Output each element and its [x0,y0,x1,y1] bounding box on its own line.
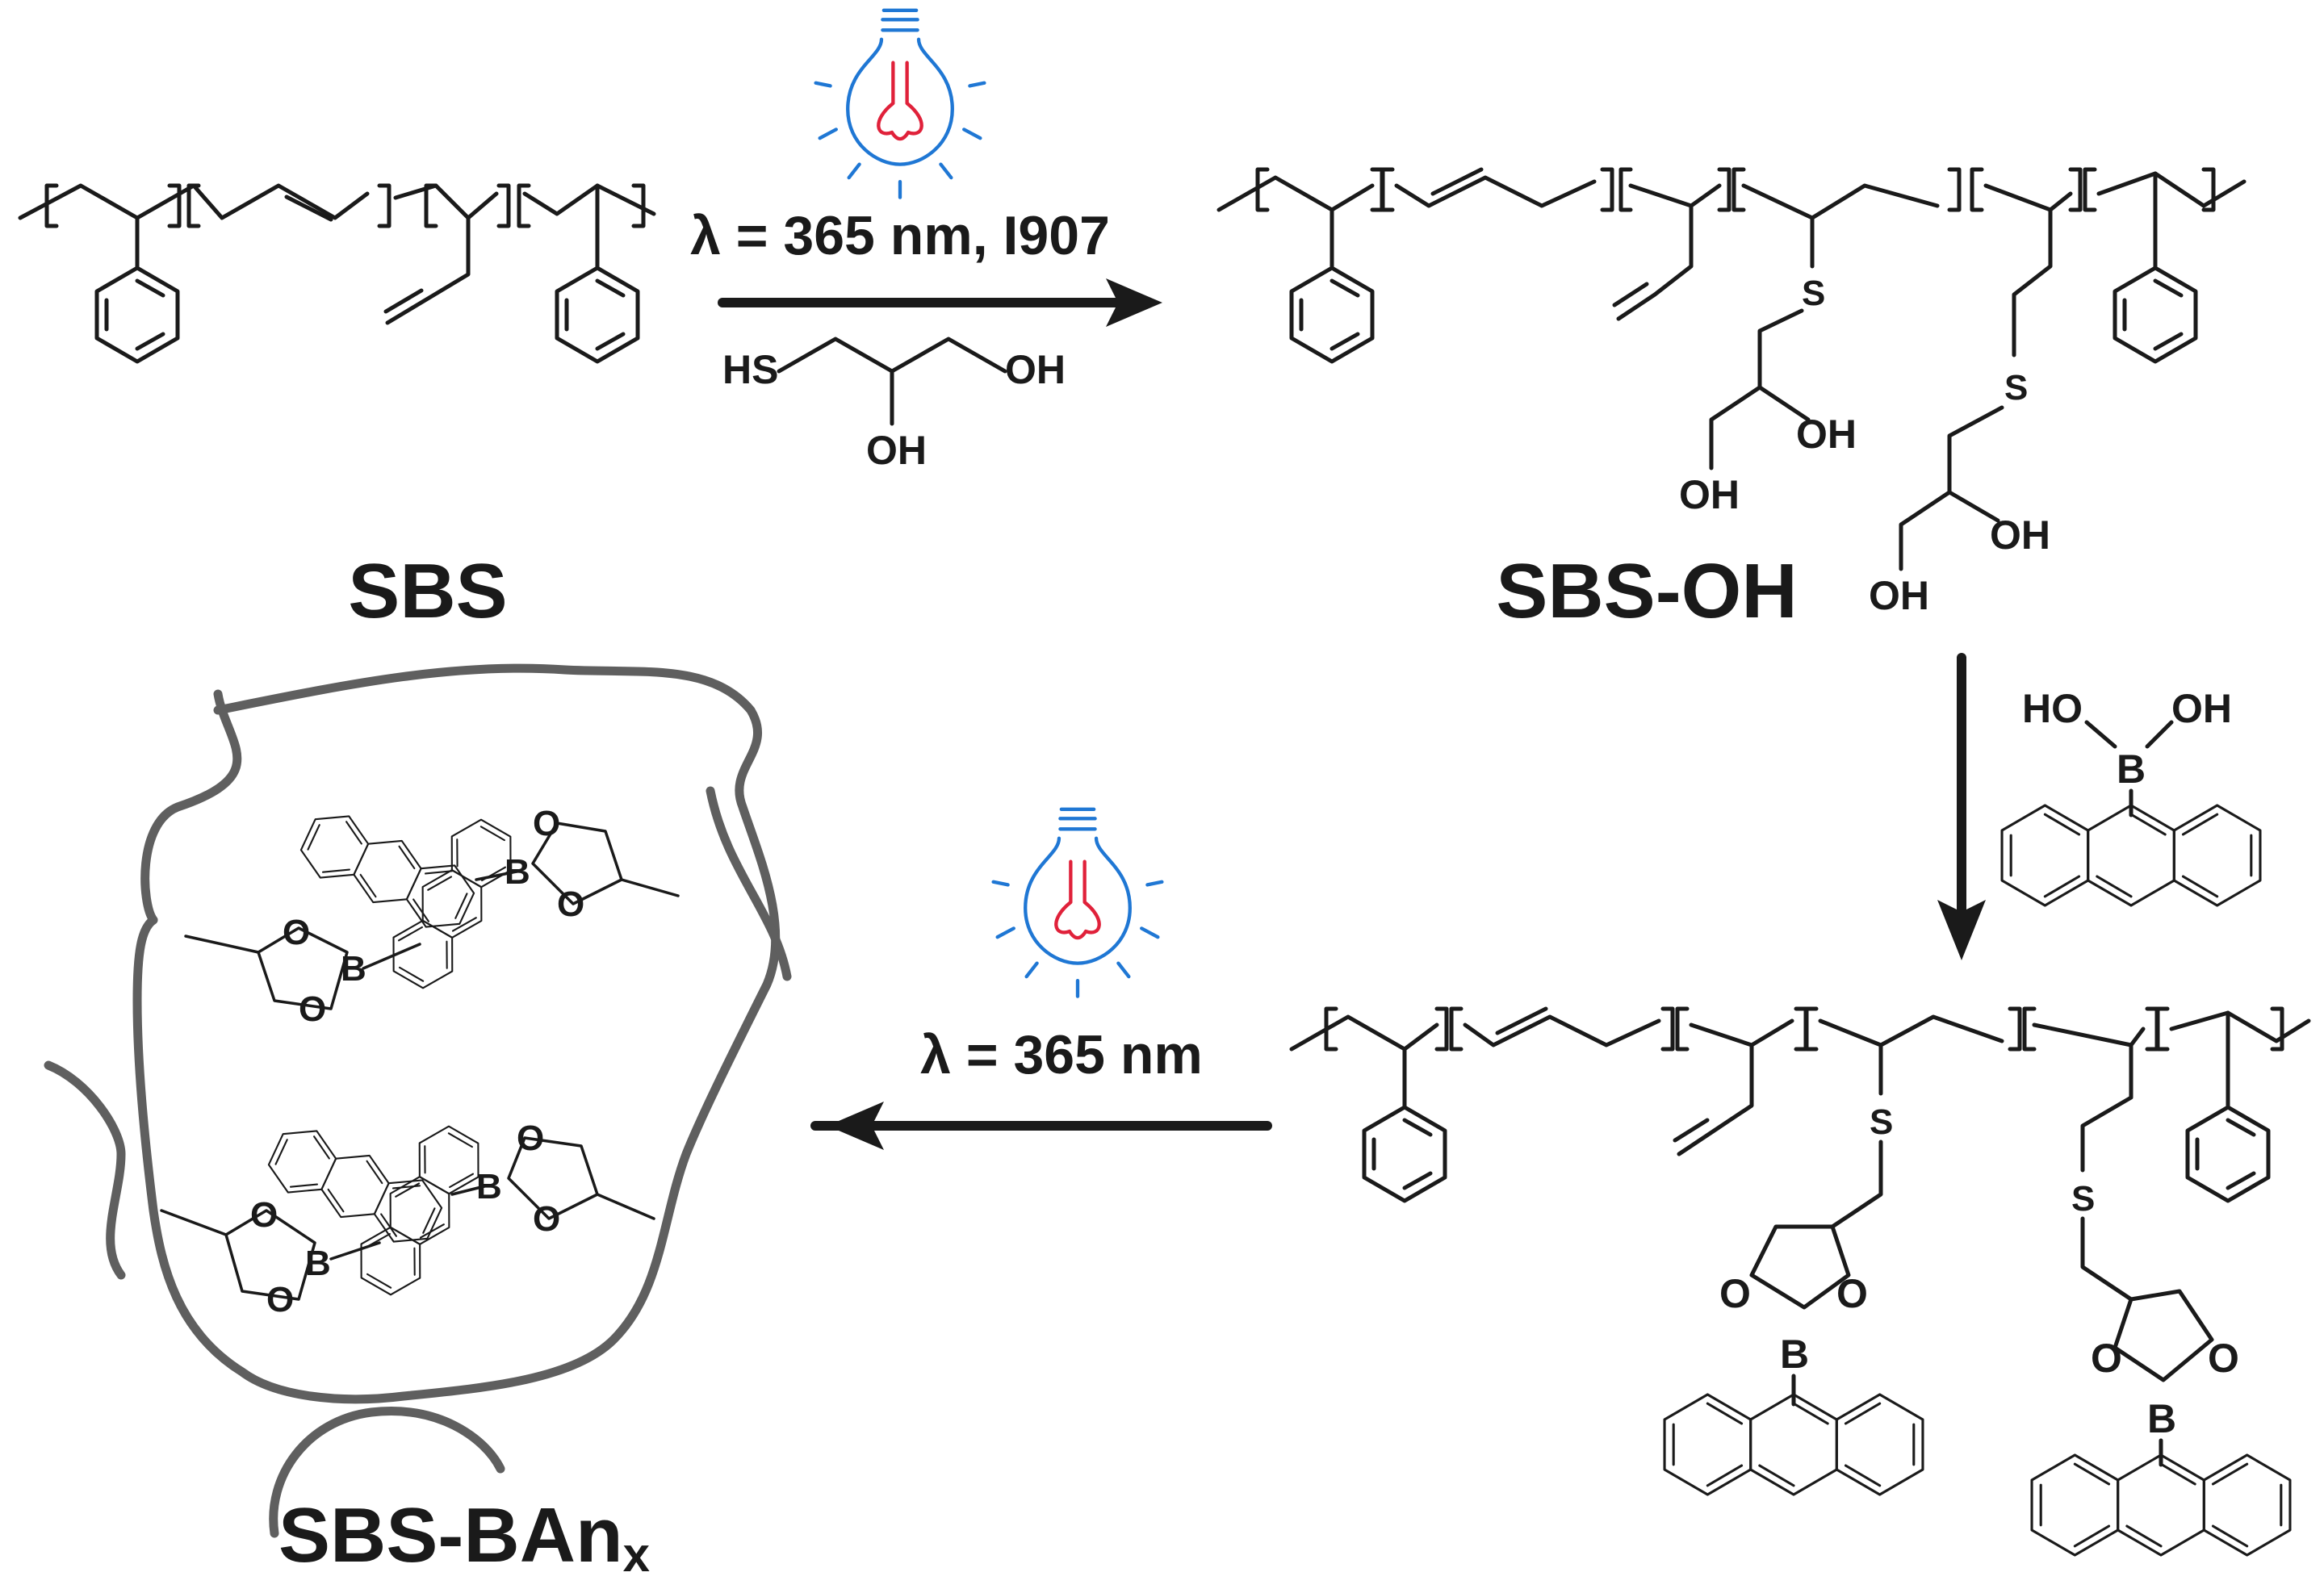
svg-text:S: S [1870,1102,1893,1142]
sbs-oh-structure: S OH OH S OH OH SBS-OH [1216,167,2247,634]
svg-text:HO: HO [2022,686,2083,731]
anthracene-boronic-acid: HO OH B [2000,686,2262,907]
svg-text:OH: OH [866,428,927,473]
dimer-cluster-lower: O O B B O O [160,1118,655,1319]
svg-text:S: S [2071,1179,2095,1219]
svg-text:O: O [517,1119,544,1158]
step1-condition: λ = 365 nm, I907 [690,205,1110,266]
dimer-cluster-upper: O O B B O O [184,804,680,1029]
sbs-structure: SBS [18,183,656,634]
svg-text:O: O [1836,1271,1868,1316]
sbs-ban-label: SBS-BAnx [278,1492,650,1582]
svg-text:OH: OH [1796,412,1857,457]
svg-text:OH: OH [1990,512,2050,558]
svg-text:O: O [250,1195,278,1235]
svg-text:B: B [1780,1332,1809,1377]
svg-text:B: B [476,1167,502,1206]
sbs-oh-label: SBS-OH [1496,548,1797,634]
svg-text:B: B [505,852,530,892]
svg-text:OH: OH [1005,347,1066,392]
arrow-head [1106,278,1162,327]
svg-text:O: O [533,1199,560,1239]
sbs-ban-network: O O B B O O O O B B O O [44,663,792,1582]
svg-text:O: O [299,989,326,1029]
thioglycerol-reagent: HS OH OH [722,337,1066,473]
arrow-head [827,1102,884,1150]
light-bulb-icon [994,809,1162,997]
svg-text:O: O [1719,1271,1751,1316]
svg-text:OH: OH [1679,472,1740,517]
svg-text:HS: HS [722,347,778,392]
arrow-head [1937,900,1986,960]
svg-text:B: B [305,1244,331,1283]
sbs-label: SBS [348,548,507,634]
svg-text:O: O [266,1280,294,1319]
step1-reaction: λ = 365 nm, I907 HS OH OH [690,10,1162,473]
light-bulb-icon [816,10,985,198]
svg-text:B: B [2147,1396,2176,1441]
boronate-ester-structure: S O O B S O O B [1289,1006,2311,1557]
svg-text:O: O [2208,1336,2239,1381]
step3-condition: λ = 365 nm [920,1024,1203,1085]
svg-text:O: O [283,913,310,952]
svg-text:O: O [557,884,584,924]
svg-text:O: O [2091,1336,2122,1381]
svg-text:S: S [1802,274,1825,313]
svg-text:OH: OH [2171,686,2232,731]
step3-reaction: λ = 365 nm [810,809,1272,1150]
svg-text:O: O [533,804,560,843]
svg-text:S: S [2004,368,2028,408]
svg-text:OH: OH [1869,573,1929,618]
step2-reaction: HO OH B [1937,653,2262,960]
svg-text:B: B [2117,746,2146,792]
